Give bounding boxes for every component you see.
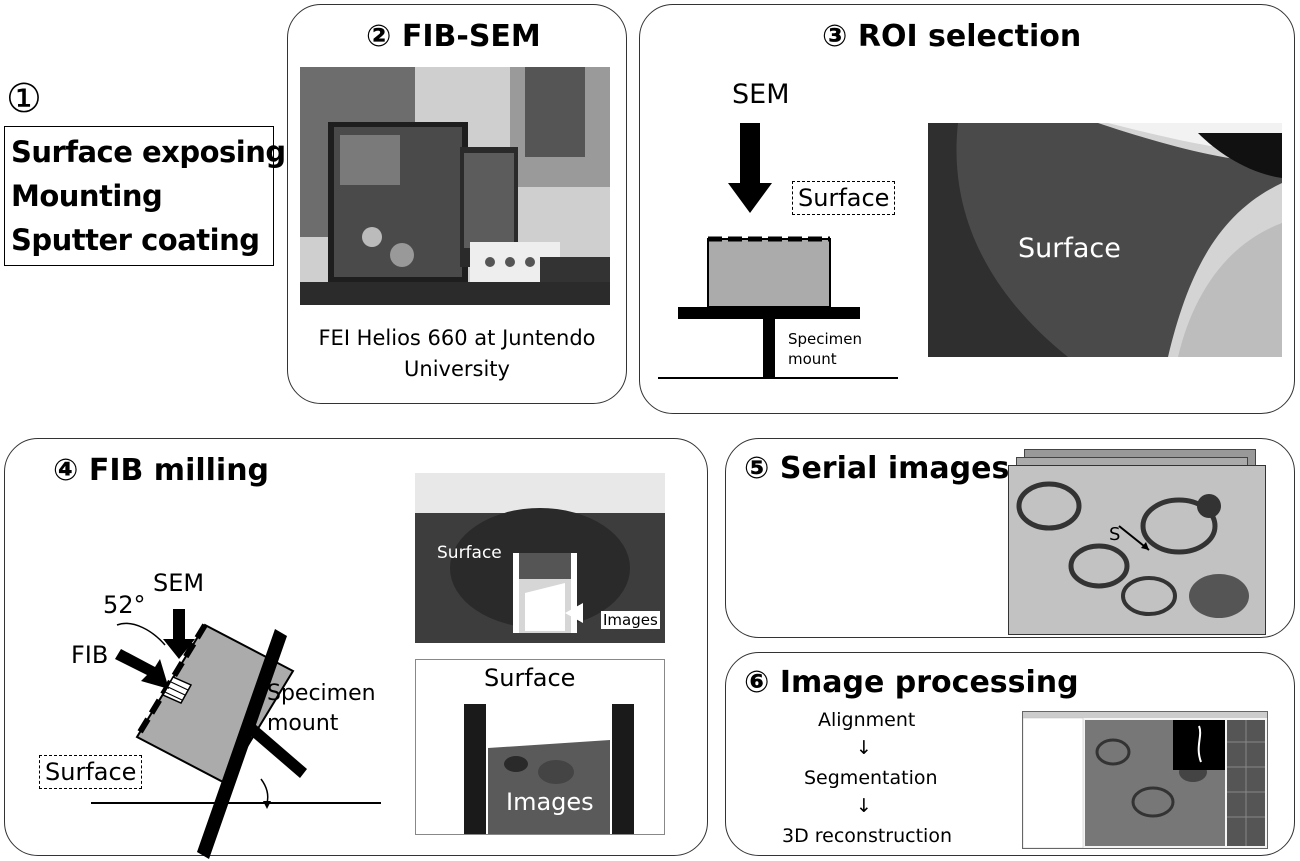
- step4-photo1-images-label: Images: [601, 611, 660, 629]
- step1-line-mounting: Mounting: [11, 179, 163, 213]
- step4-milling-photo-bottom: Surface Images: [415, 659, 665, 835]
- step2-caption: FEI Helios 660 at Juntendo University: [318, 326, 596, 381]
- step4-photo2-images-label: Images: [506, 788, 594, 816]
- step4-fib-arrow: [115, 649, 169, 689]
- step3-photo-surface-label: Surface: [1018, 233, 1121, 264]
- step3-sem-label: SEM: [732, 79, 790, 110]
- step4-angle-label: 52°: [103, 591, 146, 619]
- step6-step-3d-reconstruction: 3D reconstruction: [782, 825, 952, 847]
- step6-software-screenshot: [1022, 711, 1268, 849]
- step5-marker-s: S: [1109, 524, 1121, 545]
- step3-panel: ③ ROI selection SEM Surface Specimen mou…: [639, 4, 1295, 414]
- step1-line-surface-exposing: Surface exposing: [11, 135, 286, 169]
- step2-panel: ② FIB-SEM FEI Helios 660 at Juntendo Uni…: [287, 4, 627, 404]
- step2-title: ② FIB-SEM: [366, 19, 541, 54]
- step4-mount-label: Specimen mount: [267, 681, 376, 736]
- step5-title: ⑤ Serial images: [744, 451, 1010, 486]
- step1-line-sputter-coating: Sputter coating: [11, 223, 260, 257]
- step6-arrow-1: ↓: [856, 737, 872, 759]
- step3-surface-photo: Surface: [928, 123, 1282, 357]
- step3-mount-stem: [763, 319, 775, 379]
- step5-panel: ⑤ Serial images S: [725, 438, 1295, 638]
- step6-arrow-2: ↓: [856, 795, 872, 817]
- step6-panel: ⑥ Image processing Alignment ↓ Segmentat…: [725, 652, 1295, 856]
- step4-panel: ④ FIB milling SEM 52° FIB Specimen mount…: [4, 438, 708, 859]
- step4-angle-arc: [116, 622, 166, 646]
- step3-diagram: [658, 123, 898, 379]
- step3-sem-arrow: [728, 123, 772, 213]
- step3-surface-label: Surface: [792, 181, 896, 215]
- step1-number: ①: [6, 76, 42, 122]
- step3-title: ③ ROI selection: [822, 19, 1082, 54]
- step4-milling-photo-top: Surface Images: [415, 473, 665, 643]
- step4-surface-label: Surface: [39, 755, 143, 789]
- step6-title: ⑥ Image processing: [744, 665, 1079, 700]
- step3-mount-label: Specimen mount: [788, 330, 863, 368]
- step6-step-alignment: Alignment: [818, 709, 916, 731]
- step4-diagram: [91, 609, 381, 859]
- step4-mount-stem: [242, 719, 307, 778]
- step4-mount-plate: [197, 629, 287, 859]
- step3-specimen-block: [707, 238, 831, 308]
- step1-box: Surface exposing Mounting Sputter coatin…: [4, 126, 286, 266]
- step4-photo1-surface-label: Surface: [437, 543, 502, 563]
- step4-sem-arrow: [163, 609, 195, 659]
- serial-image-stack-front: S: [1008, 465, 1266, 635]
- fib-sem-photo: [300, 67, 610, 305]
- step4-title: ④ FIB milling: [53, 453, 270, 488]
- step3-mount-plate: [678, 307, 860, 319]
- step4-photo2-surface-label: Surface: [484, 664, 576, 692]
- step4-sem-label: SEM: [153, 569, 205, 597]
- step6-step-segmentation: Segmentation: [804, 767, 938, 789]
- step4-fib-label: FIB: [71, 641, 109, 669]
